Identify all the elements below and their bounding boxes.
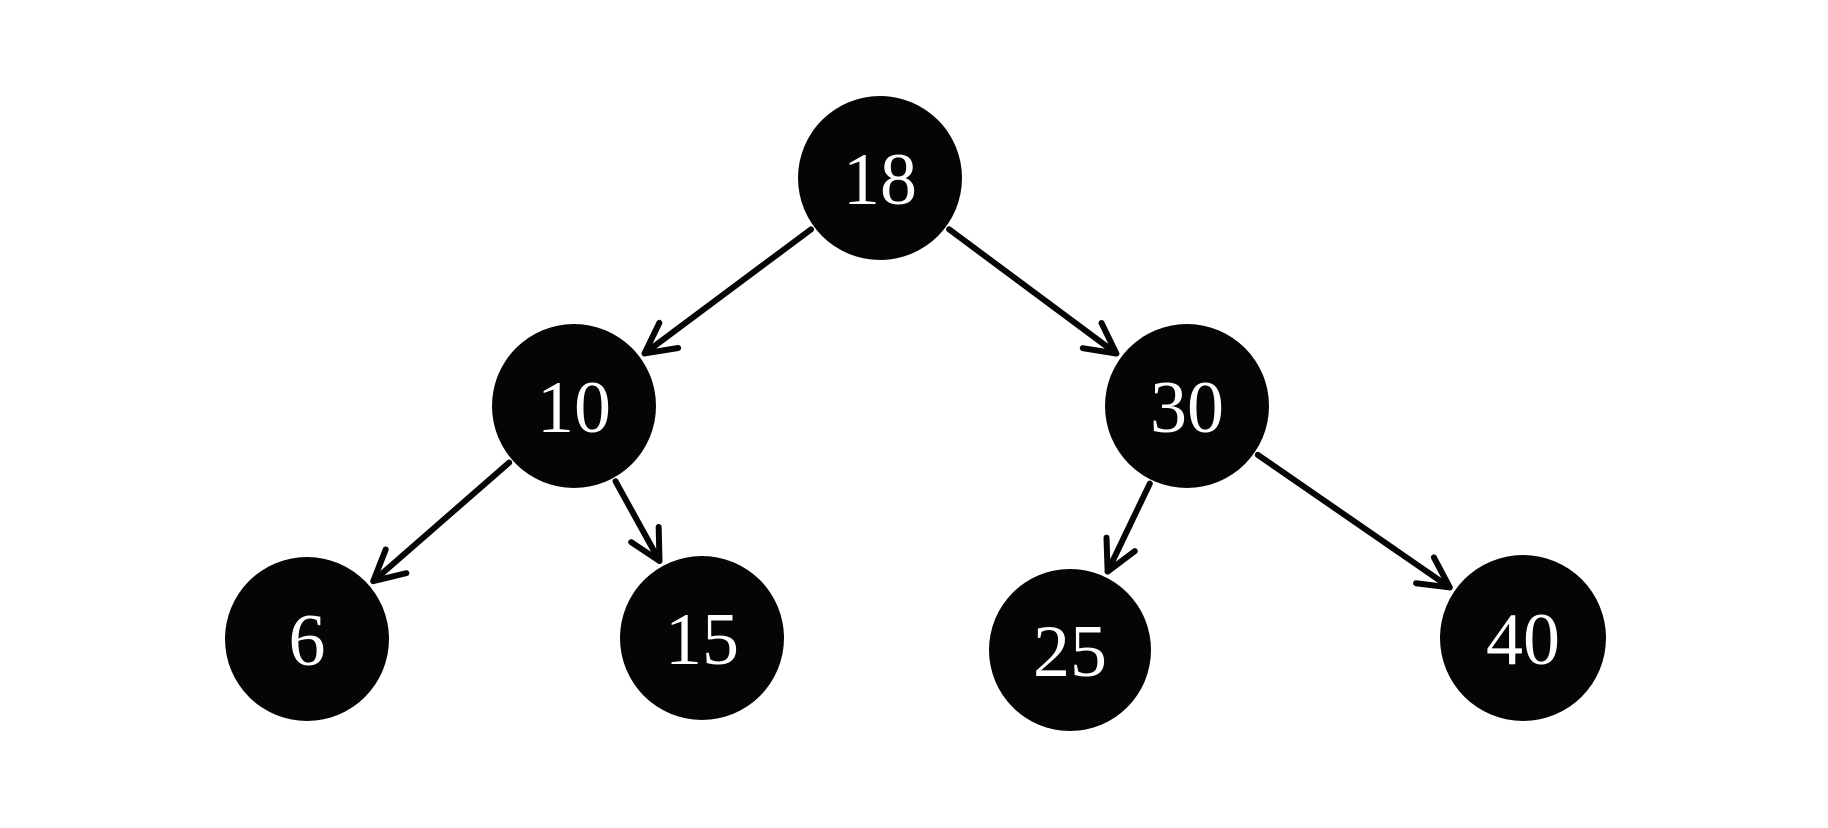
tree-edge [641, 226, 815, 357]
edge-line [946, 226, 1120, 357]
node-circle[interactable] [225, 557, 389, 721]
tree-edge [946, 226, 1120, 357]
arrowhead-icon [370, 546, 410, 585]
node-label: 10 [537, 367, 611, 449]
tree-node-40[interactable]: 40 [1440, 555, 1606, 721]
tree-node-25[interactable]: 25 [989, 569, 1151, 731]
tree-node-6[interactable]: 6 [225, 557, 389, 721]
edge-line [370, 459, 513, 585]
arrowhead-icon [1079, 319, 1120, 357]
tree-edge [1103, 480, 1153, 575]
tree-node-18[interactable]: 18 [798, 96, 962, 260]
tree-node-10[interactable]: 10 [492, 324, 656, 488]
tree-node-30[interactable]: 30 [1105, 324, 1269, 488]
node-label: 6 [289, 600, 326, 682]
node-circle[interactable] [989, 569, 1151, 731]
tree-edge [370, 459, 513, 585]
edge-line [1254, 451, 1453, 591]
node-label: 40 [1486, 599, 1560, 681]
node-circle[interactable] [620, 556, 784, 720]
tree-edge [1254, 451, 1453, 591]
node-label: 25 [1033, 611, 1107, 693]
node-circle[interactable] [1105, 324, 1269, 488]
tree-node-15[interactable]: 15 [620, 556, 784, 720]
node-label: 30 [1150, 367, 1224, 449]
nodes-layer: 18 10 30 6 15 25 40 [225, 96, 1606, 731]
edge-line [641, 226, 815, 357]
arrowhead-icon [1413, 554, 1453, 591]
node-circle[interactable] [798, 96, 962, 260]
node-label: 18 [843, 139, 917, 221]
node-circle[interactable] [492, 324, 656, 488]
tree-edge [612, 478, 663, 564]
node-circle[interactable] [1440, 555, 1606, 721]
arrowhead-icon [1103, 534, 1138, 575]
edges-layer [370, 226, 1453, 591]
arrowhead-icon [628, 523, 663, 564]
node-label: 15 [665, 599, 739, 681]
edge-line [1104, 480, 1153, 575]
arrowhead-icon [641, 319, 682, 357]
edge-line [612, 478, 663, 564]
